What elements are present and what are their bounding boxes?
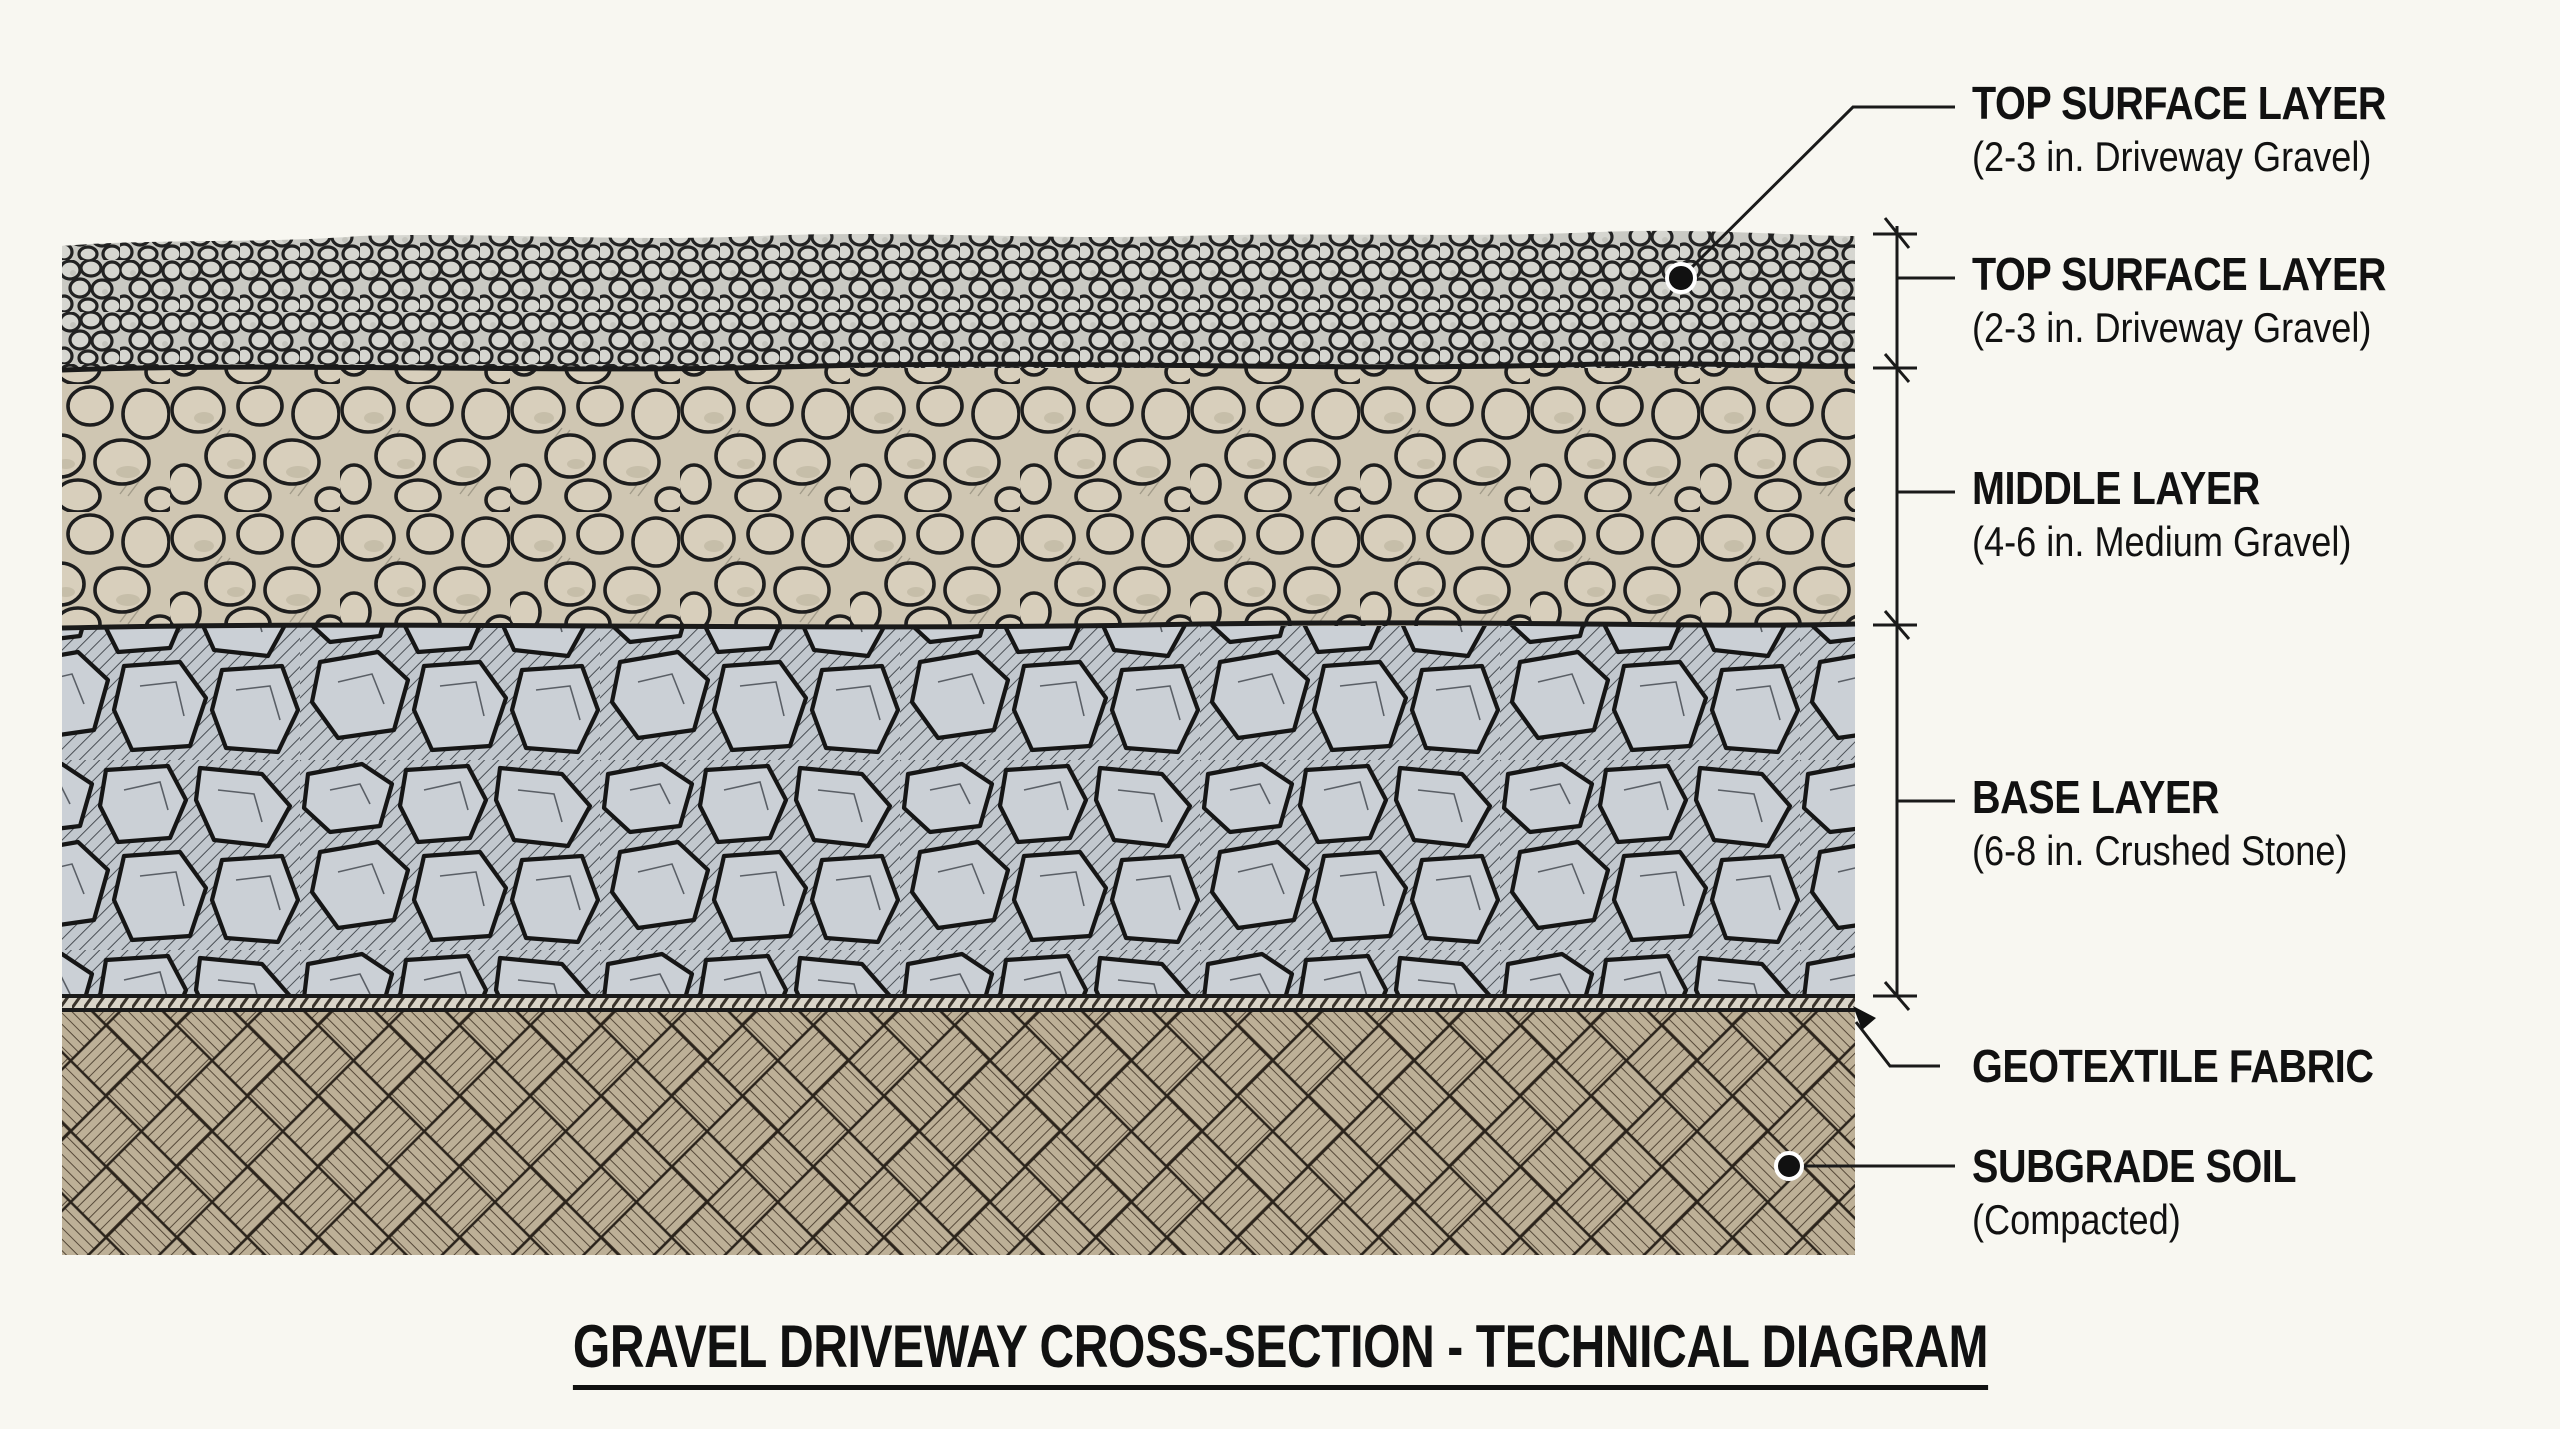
- diagram-caption: GRAVEL DRIVEWAY CROSS-SECTION - TECHNICA…: [0, 1312, 2560, 1390]
- base-layer: [62, 626, 1855, 996]
- label-title: TOP SURFACE LAYER: [1972, 248, 2387, 300]
- label-subtitle: (Compacted): [1972, 1196, 2181, 1243]
- label-base-layer: BASE LAYER (6-8 in. Crushed Stone): [1972, 770, 2409, 878]
- label-middle-layer: MIDDLE LAYER (4-6 in. Medium Gravel): [1972, 461, 2413, 569]
- label-title: SUBGRADE SOIL: [1972, 1140, 2297, 1192]
- label-subtitle: (2-3 in. Driveway Gravel): [1972, 133, 2372, 180]
- label-title: TOP SURFACE LAYER: [1972, 77, 2387, 129]
- label-title: BASE LAYER: [1972, 771, 2220, 823]
- label-subtitle: (4-6 in. Medium Gravel): [1972, 518, 2352, 565]
- label-title: MIDDLE LAYER: [1972, 462, 2260, 514]
- label-title: GEOTEXTILE FABRIC: [1972, 1040, 2374, 1092]
- top-surface-callout-leader: [1679, 105, 1955, 280]
- label-subtitle: (2-3 in. Driveway Gravel): [1972, 304, 2372, 351]
- label-subtitle: (6-8 in. Crushed Stone): [1972, 827, 2348, 874]
- caption-text: GRAVEL DRIVEWAY CROSS-SECTION - TECHNICA…: [572, 1312, 1988, 1390]
- subgrade-dot-icon: [1774, 1151, 1804, 1181]
- dimension-line: [1873, 217, 1955, 1011]
- geotextile-arrow: [1854, 1021, 1940, 1068]
- callout-dot-icon: [1665, 262, 1697, 294]
- label-subgrade-soil: SUBGRADE SOIL (Compacted): [1972, 1139, 2349, 1247]
- middle-layer: [62, 368, 1855, 626]
- subgrade-soil-layer: [62, 1012, 1855, 1255]
- arrow-head-icon: [1853, 1006, 1876, 1030]
- label-top-surface: TOP SURFACE LAYER (2-3 in. Driveway Grav…: [1972, 247, 2453, 355]
- geotextile-fabric-layer: [62, 996, 1855, 1010]
- label-geotextile-fabric: GEOTEXTILE FABRIC: [1972, 1039, 2439, 1093]
- top-surface-layer: [62, 230, 1855, 370]
- label-top-surface-callout: TOP SURFACE LAYER (2-3 in. Driveway Grav…: [1972, 76, 2453, 184]
